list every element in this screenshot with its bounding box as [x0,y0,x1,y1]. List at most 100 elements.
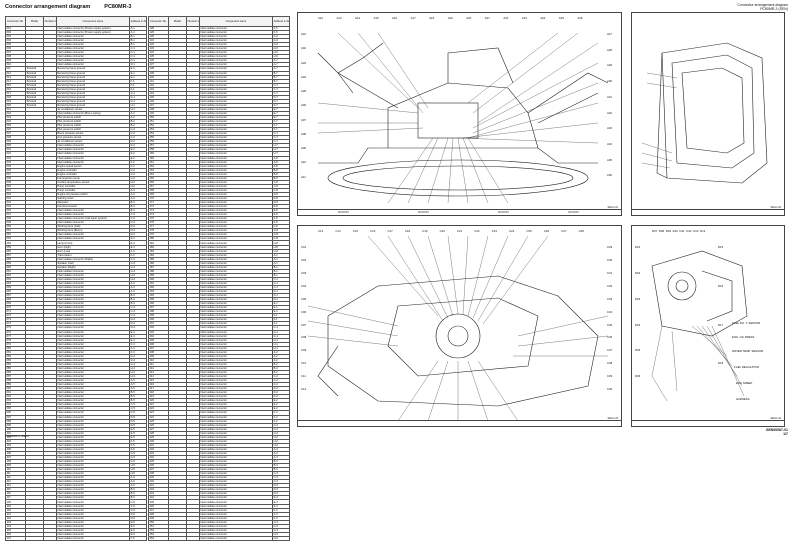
connector-label: D06 [635,374,641,379]
column-header: Connector No. [5,16,26,27]
connector-label: D04 [635,322,641,327]
table-cell [167,535,188,541]
connector-label: A17 [410,16,416,20]
connector-label: C32 [607,283,613,288]
table-cell [186,535,200,541]
page-footer: PC80MR-3 (SEN) [5,434,29,438]
grid-scale [298,420,621,426]
connector-label: C37 [607,348,613,353]
connector-label: C40 [607,387,613,392]
connector-label: A35 [607,157,612,162]
tick-label: SEN00087 [418,212,430,214]
connector-label: D10 [672,229,678,233]
connector-label: C03 [301,270,307,275]
tick-label: SEN00087 [498,212,510,214]
connector-label: A11 [301,174,306,179]
connector-label: C12 [301,387,307,392]
connector-label: A07 [301,117,306,122]
connector-label: C35 [607,322,613,327]
connector-label: C24 [509,229,515,233]
connector-label: C19 [422,229,428,233]
connector-label: C18 [404,229,411,233]
connector-label: C27 [561,229,567,233]
connector-label: D08 [658,229,665,233]
column-header: Connector No. [148,16,169,27]
connector-label: A06 [301,103,306,108]
connector-label: A25 [558,16,564,20]
wiring-label: ENG SPEED [736,381,753,385]
connector-label: D15 [718,245,724,249]
column-header: Component name [198,16,274,27]
connector-label: D13 [693,229,699,233]
connector-label: C20 [439,229,445,233]
connector-label: C15 [352,229,358,233]
connector-label: C04 [301,283,307,288]
panel-code: SEN-1-01 [607,206,619,209]
grid-scale [632,420,784,426]
column-header: Component name [55,16,131,27]
connector-label: C25 [526,229,532,233]
connector-label: A05 [301,89,306,94]
wiring-label: FUEL REGULATOR [734,365,759,369]
connector-label: C08 [301,335,307,340]
connector-label: A08 [301,131,306,136]
connector-label: C13 [318,229,324,233]
connector-label: C26 [543,229,550,233]
panel-code: SEN-1-04 [770,417,782,420]
connector-label: A14 [355,16,361,20]
connector-label: A16 [392,16,398,20]
connector-label: C06 [301,309,307,314]
wiring-label: WATER TEMP. SENSOR [732,349,764,353]
table-cell: 254 [148,535,169,541]
model-name: PC80MR-3 [104,4,132,10]
connector-label: C31 [607,270,613,275]
panel-code: SEN-1-02 [770,206,782,209]
connector-label: A36 [607,173,612,178]
wiring-label: FUEL INJ. T. SENSOR [732,321,761,325]
wiring-label: HARNESS [736,397,750,401]
grid-scale: SEN00087 SEN00087 SEN00087 SEN00087 [298,209,621,215]
connector-label: C02 [301,257,307,262]
connector-label: A15 [373,16,379,20]
connector-label: A29 [607,63,612,68]
grid-scale [632,209,784,215]
connector-label: C30 [607,257,613,262]
connector-label: A03 [301,60,306,65]
connector-label: C21 [457,229,463,233]
table-cell [43,535,57,541]
diagram-page: Connector arrangement diagram PC80MR-3 (… [297,0,794,441]
connector-label: D11 [679,229,685,233]
connector-label: A22 [503,16,509,20]
connector-label: A19 [447,16,453,20]
connector-label: A04 [301,74,306,79]
connector-label: C34 [607,309,613,314]
page-header: Connector arrangement diagram PC80MR-3 (… [737,3,788,11]
connector-label: D05 [635,348,641,353]
connector-label: A24 [540,16,546,20]
connector-label: C23 [491,229,497,233]
connector-label: A28 [607,47,612,52]
connector-label: D02 [635,270,641,275]
connector-label: C39 [607,374,613,379]
engine-illustration [651,250,748,402]
connector-label: A12 [318,16,323,20]
connector-label: C33 [607,296,613,301]
connector-label: D12 [686,229,692,233]
connector-label: C17 [387,229,393,233]
connector-label: A26 [577,16,583,20]
